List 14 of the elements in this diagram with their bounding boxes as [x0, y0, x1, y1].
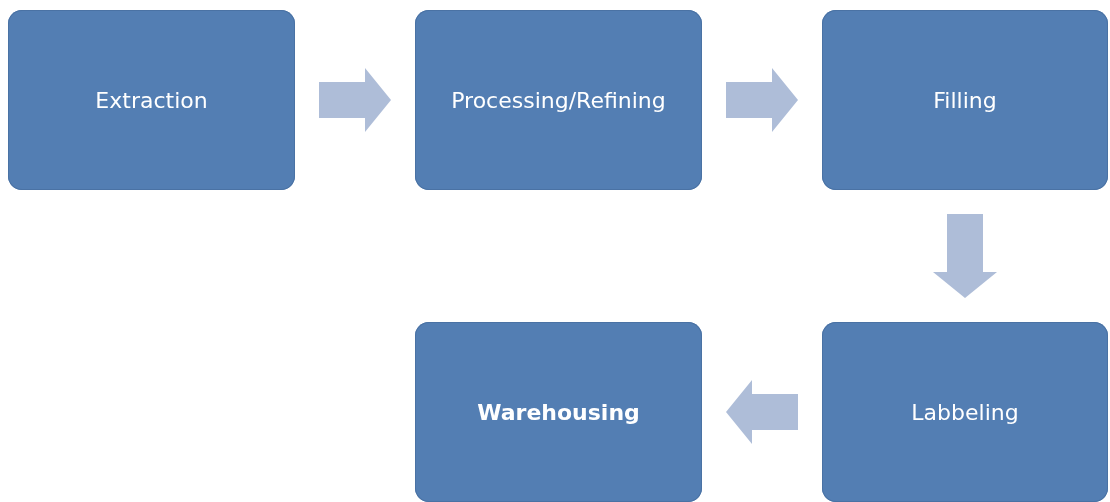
step-label: Extraction [94, 87, 209, 113]
block-arrow [319, 68, 391, 132]
process-box [415, 322, 702, 502]
step-label: Processing/Refining [450, 87, 667, 113]
process-box [822, 322, 1108, 502]
process-box [415, 10, 702, 190]
block-arrow [933, 214, 997, 298]
block-arrow [726, 380, 798, 444]
step-label: Labbeling [910, 399, 1020, 425]
block-arrow [726, 68, 798, 132]
process-box [8, 10, 295, 190]
process-box [822, 10, 1108, 190]
step-label: Warehousing [476, 399, 641, 425]
step-label: Filling [932, 87, 998, 113]
